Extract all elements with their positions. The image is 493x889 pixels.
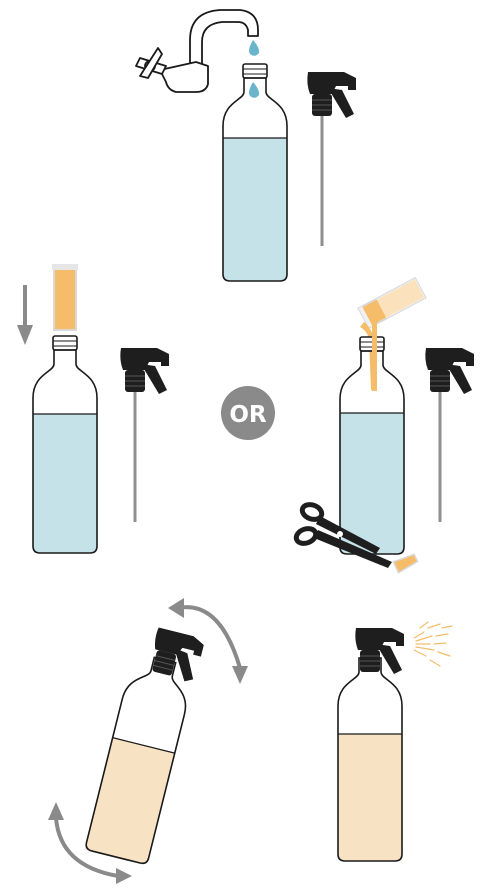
- shake-arrow-icon: [116, 868, 132, 884]
- spray-bottle-icon: [25, 336, 105, 564]
- step-2-option-b: [294, 278, 474, 572]
- step-3-shake: [48, 598, 248, 884]
- spray-trigger-icon: [120, 348, 169, 522]
- step-2-option-a: [17, 264, 169, 564]
- or-badge: OR: [221, 386, 275, 440]
- sachet-icon: [359, 278, 426, 327]
- spray-bottle-icon: [73, 621, 211, 881]
- shake-arrow-icon: [48, 802, 64, 820]
- spray-bottle-icon: [332, 321, 412, 563]
- shake-arrow-icon: [232, 666, 248, 684]
- spray-bottle-icon: [330, 628, 410, 874]
- faucet-icon: [136, 10, 258, 92]
- shake-arrow-icon: [168, 598, 184, 618]
- spray-trigger-icon: [307, 72, 356, 246]
- or-label: OR: [229, 402, 267, 428]
- step-1-fill-water: [136, 10, 356, 288]
- down-arrow-icon: [17, 285, 33, 345]
- spray-mist-icon: [414, 622, 452, 666]
- spray-trigger-icon: [425, 348, 474, 522]
- sachet-icon: [52, 264, 78, 330]
- water-drop-icon: [249, 40, 259, 56]
- sachet-tip-icon: [393, 552, 418, 572]
- step-4-spray: [330, 622, 452, 874]
- water-drop-icon: [249, 82, 259, 98]
